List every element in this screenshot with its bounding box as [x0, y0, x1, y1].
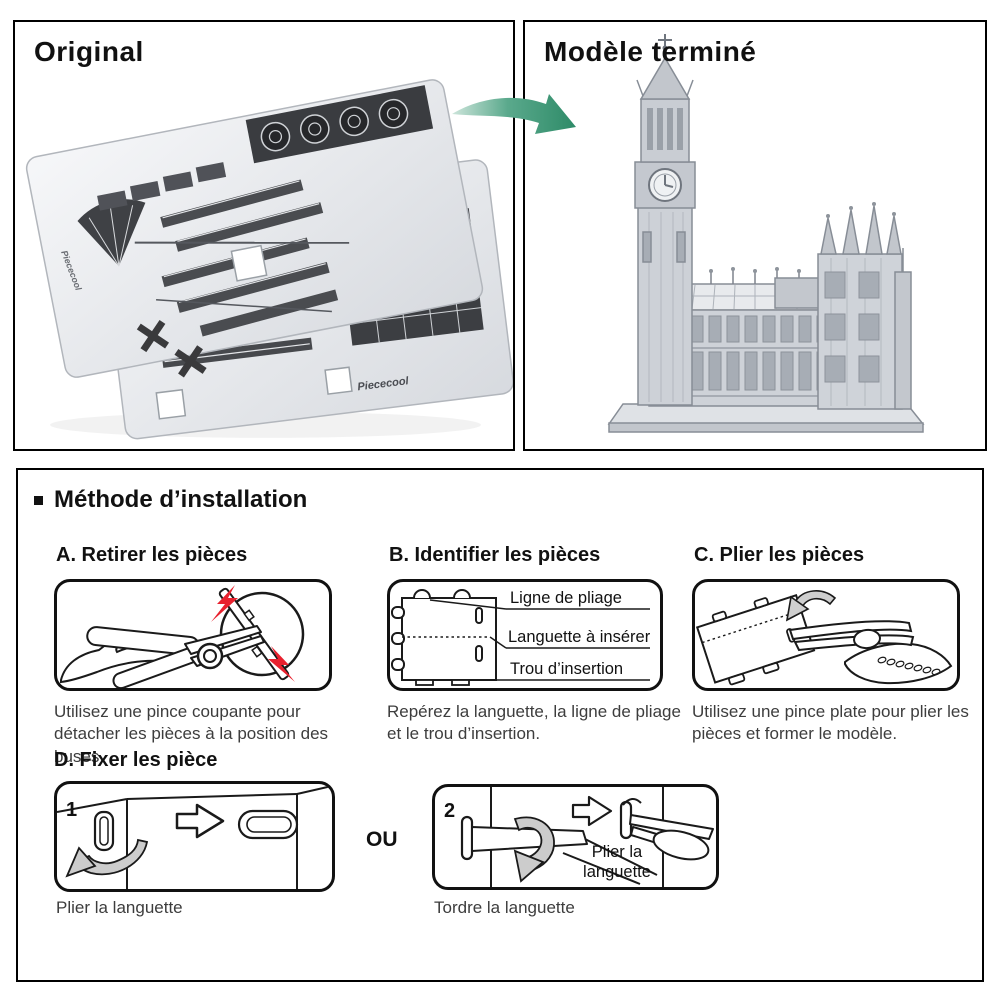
installation-panel: Méthode d’installation A. Retirer les pi…: [16, 468, 984, 982]
step-b-illustration-box: Ligne de pliage Languette à insérer Trou…: [387, 579, 663, 691]
square-bullet-icon: [34, 495, 43, 505]
metal-sheet-front: Piececool: [25, 79, 484, 378]
big-ben-model-image: [607, 34, 925, 433]
step-a: A. Retirer les pièces: [54, 544, 374, 768]
label-tab-to-insert: Languette à insérer: [508, 628, 651, 646]
option2-caption: Tordre la languette: [434, 898, 575, 917]
step-d-option2-box: Plier la languette 2: [432, 784, 719, 890]
right-arrow-icon: [571, 795, 613, 827]
piece-diagram-icon: Ligne de pliage Languette à insérer Trou…: [391, 589, 651, 686]
step-c: C. Plier les pièces: [692, 544, 972, 746]
big-ben-model: [607, 34, 925, 433]
twist-direction-arrow-icon: [513, 816, 555, 883]
twist-tab-icon: Plier la languette 2: [444, 787, 714, 887]
step-c-caption: Utilisez une pince plate pour plier les …: [692, 702, 969, 744]
finished-panel: Modèle terminé: [523, 20, 987, 451]
installation-title: Méthode d’installation: [34, 486, 307, 514]
inner-label-line1: Plier la: [592, 843, 643, 861]
right-arrow-icon: [175, 803, 225, 839]
step-a-illustration-box: [54, 579, 332, 691]
fold-arrow-icon: [785, 590, 837, 622]
option2-number: 2: [444, 800, 455, 822]
original-panel: Original: [13, 20, 515, 451]
option1-number: 1: [66, 799, 77, 821]
installation-title-text: Méthode d’installation: [54, 486, 308, 513]
metal-sheets-image: Piececool: [25, 79, 513, 440]
fold-tab-icon: 1: [57, 785, 332, 889]
fold-direction-arrow-icon: [65, 838, 149, 878]
step-b-caption: Repérez la languette, la ligne de pliage…: [387, 702, 681, 744]
step-d-heading: D. Fixer les pièce: [54, 749, 218, 771]
option1-caption: Plier la languette: [56, 898, 183, 917]
step-b: B. Identifier les pièces: [387, 544, 687, 746]
finished-title: Modèle terminé: [544, 36, 757, 67]
original-title: Original: [34, 36, 144, 67]
label-fold-line: Ligne de pliage: [510, 589, 622, 607]
step-a-caption: Utilisez une pince coupante pour détache…: [54, 702, 329, 766]
inner-label-line2: languette: [583, 863, 651, 881]
spark-icon: [211, 585, 295, 682]
flat-pliers-icon: [695, 590, 953, 686]
step-a-heading: A. Retirer les pièces: [56, 544, 248, 566]
step-d-option1-box: 1: [54, 781, 335, 892]
step-b-heading: B. Identifier les pièces: [389, 544, 601, 566]
label-insert-hole: Trou d’insertion: [510, 660, 623, 678]
cutting-pliers-icon: [60, 585, 305, 688]
step-c-heading: C. Plier les pièces: [694, 544, 865, 566]
step-c-illustration-box: [692, 579, 960, 691]
or-label: OU: [366, 828, 398, 851]
